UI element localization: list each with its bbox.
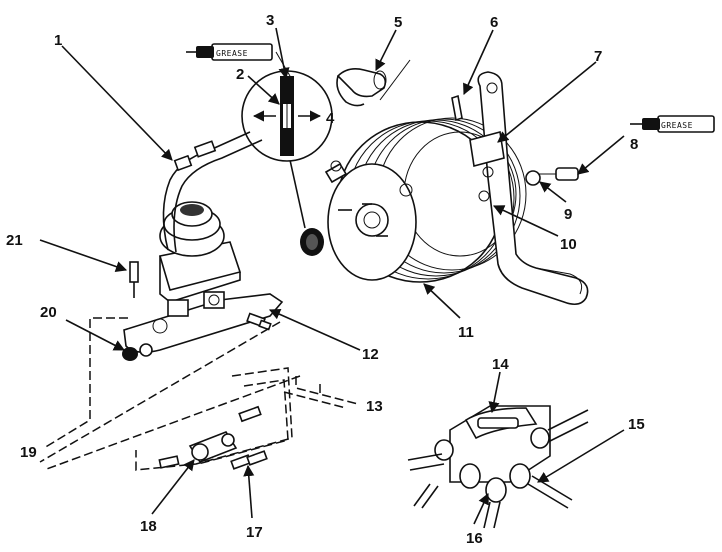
seal-washers [122, 343, 153, 361]
grease-tube-top: GREASE [186, 43, 291, 77]
callout-5: 5 [394, 14, 402, 31]
callout-20: 20 [40, 304, 57, 321]
leader-lines [39, 27, 625, 525]
callout-12: 12 [362, 346, 379, 363]
line-fittings-lower [230, 450, 268, 470]
brake-pedal [469, 71, 589, 306]
line-fittings [246, 312, 272, 331]
pushrod-detail-view [241, 70, 333, 162]
brake-lines [39, 317, 359, 471]
fluid-level-sensor [129, 261, 139, 298]
callout-9: 9 [564, 206, 572, 223]
callout-labels: 1 2 3 4 5 6 7 8 9 10 11 12 13 14 15 16 1… [6, 12, 645, 547]
pedal-nut [525, 170, 541, 186]
callout-1: 1 [54, 32, 62, 49]
proportioning-block-inset [407, 405, 589, 529]
brake-booster [324, 117, 527, 283]
callout-3: 3 [266, 12, 274, 29]
callout-10: 10 [560, 236, 577, 253]
callout-21: 21 [6, 232, 23, 249]
callout-15: 15 [628, 416, 645, 433]
callout-13: 13 [366, 398, 383, 415]
grease-label: GREASE [661, 121, 693, 130]
callout-4: 4 [326, 110, 335, 127]
retaining-clip [451, 94, 463, 122]
proportioning-valve [158, 405, 262, 469]
callout-7: 7 [594, 48, 602, 65]
callout-17: 17 [246, 524, 263, 541]
callout-8: 8 [630, 136, 638, 153]
booster-pushrod [289, 159, 306, 229]
callout-14: 14 [492, 356, 509, 373]
callout-16: 16 [466, 530, 483, 547]
callout-11: 11 [458, 324, 474, 341]
grease-tube-right: GREASE [630, 115, 715, 133]
clevis-pin [336, 59, 411, 107]
callout-6: 6 [490, 14, 498, 31]
callout-18: 18 [140, 518, 157, 535]
callout-2: 2 [236, 66, 244, 83]
grease-label: GREASE [216, 49, 248, 58]
callout-19: 19 [20, 444, 37, 461]
master-cylinder [123, 201, 284, 354]
